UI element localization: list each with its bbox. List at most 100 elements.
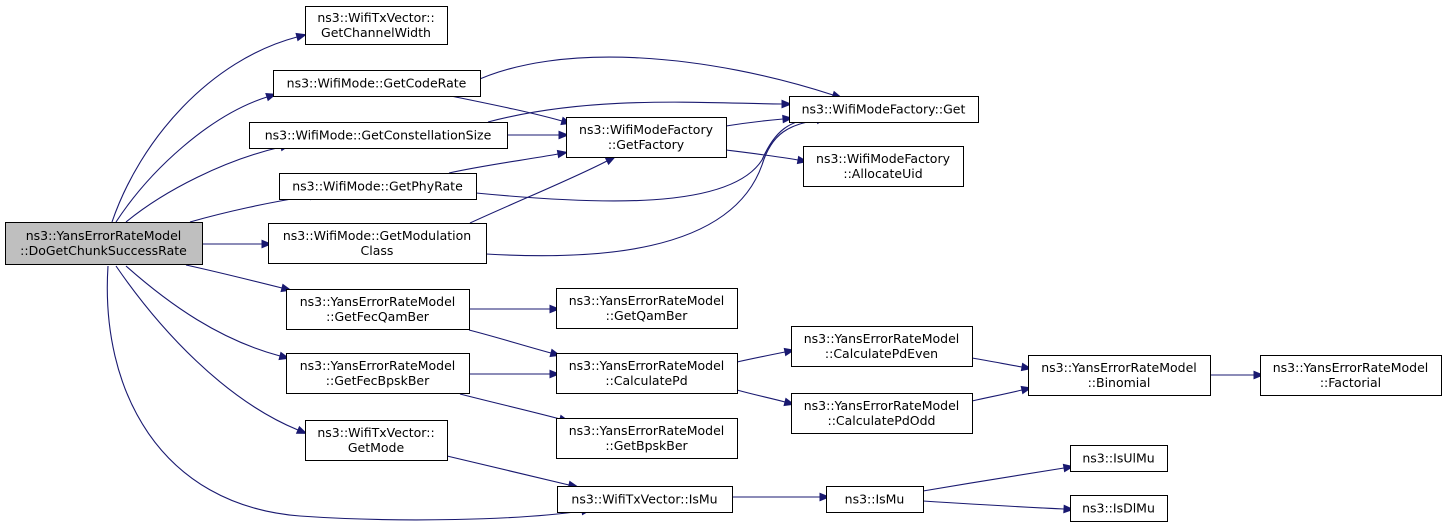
node-label: ns3::WifiMode::GetModulation: [283, 228, 471, 243]
node-getQamBer[interactable]: ns3::YansErrorRateModel::GetQamBer: [556, 288, 738, 329]
node-binomial[interactable]: ns3::YansErrorRateModel::Binomial: [1028, 355, 1211, 396]
node-allocateUid[interactable]: ns3::WifiModeFactory::AllocateUid: [803, 146, 964, 187]
node-calculatePd[interactable]: ns3::YansErrorRateModel::CalculatePd: [556, 353, 738, 394]
node-label: ns3::WifiMode::GetCodeRate: [287, 76, 467, 91]
edge-getMode-to-isMuTx: [446, 455, 580, 490]
edge-line: [736, 351, 786, 363]
node-label: ns3::WifiModeFactory::Get: [802, 102, 966, 117]
edge-line: [125, 265, 281, 357]
node-label: ::Binomial: [1088, 375, 1151, 390]
edge-line: [450, 95, 563, 122]
nodes-layer: ns3::YansErrorRateModel::DoGetChunkSucce…: [5, 6, 1442, 522]
node-box: [305, 6, 448, 45]
edge-line: [485, 119, 818, 257]
node-getChannelWidth[interactable]: ns3::WifiTxVector::GetChannelWidth: [305, 6, 448, 45]
node-label: ::GetFecQamBer: [326, 309, 430, 324]
node-getPhyRate[interactable]: ns3::WifiMode::GetPhyRate: [279, 173, 477, 200]
node-box: [286, 353, 470, 394]
node-label: ::GetFecBpskBer: [326, 373, 430, 388]
edge-line: [971, 357, 1023, 368]
node-box: [791, 326, 973, 367]
edge-line: [448, 153, 559, 174]
edge-root-to-getFecQamBer: [185, 264, 292, 293]
node-label: Class: [361, 243, 394, 258]
node-box: [249, 122, 508, 149]
edge-root-to-getCodeRate: [115, 93, 277, 223]
arrowhead: [556, 149, 569, 159]
edge-calculatePd-to-calculatePdOdd: [736, 389, 795, 407]
node-root[interactable]: ns3::YansErrorRateModel::DoGetChunkSucce…: [5, 222, 203, 265]
node-label: ns3::WifiTxVector::IsMu: [571, 492, 717, 507]
edge-root-to-getChannelWidth: [111, 32, 307, 223]
node-box: [1070, 495, 1168, 522]
node-getFecBpskBer[interactable]: ns3::YansErrorRateModel::GetFecBpskBer: [286, 353, 470, 394]
arrowhead: [782, 114, 794, 124]
edge-line: [115, 265, 299, 431]
edge-calculatePd-to-calculatePdEven: [736, 347, 796, 363]
edge-getConstellationSize-to-factoryGet: [487, 99, 793, 123]
node-isDlMu[interactable]: ns3::IsDlMu: [1070, 495, 1168, 522]
node-calculatePdOdd[interactable]: ns3::YansErrorRateModel::CalculatePdOdd: [791, 393, 973, 434]
edge-line: [106, 265, 583, 521]
arrowhead: [295, 32, 307, 42]
edge-line: [922, 467, 1065, 492]
node-label: ::CalculatePdEven: [825, 346, 938, 361]
node-label: ::GetBpskBer: [605, 438, 688, 453]
node-box: [566, 117, 727, 158]
edge-line: [446, 455, 570, 486]
edge-calculatePdEven-to-binomial: [971, 357, 1033, 372]
edge-line: [185, 264, 283, 289]
node-calculatePdEven[interactable]: ns3::YansErrorRateModel::CalculatePdEven: [791, 326, 973, 367]
node-label: ns3::WifiTxVector::: [317, 425, 434, 440]
node-isMuTx[interactable]: ns3::WifiTxVector::IsMu: [557, 486, 733, 513]
node-getCodeRate[interactable]: ns3::WifiMode::GetCodeRate: [273, 70, 481, 97]
node-label: GetChannelWidth: [321, 25, 431, 40]
node-isMu[interactable]: ns3::IsMu: [826, 486, 924, 513]
node-box: [279, 173, 477, 200]
arrowhead: [1253, 370, 1265, 380]
node-label: ::AllocateUid: [843, 166, 922, 181]
node-label: ns3::IsDlMu: [1082, 501, 1155, 516]
node-box: [556, 353, 738, 394]
edge-line: [470, 56, 834, 96]
node-label: ns3::YansErrorRateModel: [1041, 360, 1196, 375]
edge-line: [459, 393, 561, 420]
node-label: ns3::WifiModeFactory: [579, 122, 714, 137]
edge-line: [469, 160, 608, 224]
arrowhead: [549, 369, 561, 379]
node-box: [557, 486, 733, 513]
edge-line: [125, 146, 282, 223]
node-label: ::GetQamBer: [606, 308, 689, 323]
node-factoryGet[interactable]: ns3::WifiModeFactory::Get: [789, 96, 979, 123]
edge-isMuTx-to-isMu: [732, 492, 831, 502]
node-getConstellationSize[interactable]: ns3::WifiMode::GetConstellationSize: [249, 122, 508, 149]
edge-getFecQamBer-to-calculatePd: [468, 329, 561, 358]
node-getBpskBer[interactable]: ns3::YansErrorRateModel::GetBpskBer: [556, 418, 738, 459]
node-box: [268, 223, 487, 264]
node-factorial[interactable]: ns3::YansErrorRateModel::Factorial: [1260, 355, 1442, 396]
node-box: [556, 418, 738, 459]
node-label: ns3::WifiModeFactory: [816, 151, 951, 166]
edge-getFactory-to-factoryGet: [725, 114, 794, 127]
node-getFecQamBer[interactable]: ns3::YansErrorRateModel::GetFecQamBer: [286, 289, 470, 330]
node-isUlMu[interactable]: ns3::IsUlMu: [1070, 445, 1168, 472]
node-label: ns3::IsMu: [845, 492, 905, 507]
node-box: [5, 222, 203, 265]
node-label: ns3::YansErrorRateModel: [300, 358, 455, 373]
node-getFactory[interactable]: ns3::WifiModeFactory::GetFactory: [566, 117, 727, 158]
node-label: ns3::YansErrorRateModel: [569, 358, 724, 373]
edge-root-to-getMode: [115, 265, 308, 434]
arrowhead: [558, 130, 570, 140]
node-label: ns3::WifiTxVector::: [317, 10, 434, 25]
node-getMode[interactable]: ns3::WifiTxVector::GetMode: [305, 420, 448, 461]
edge-binomial-to-factorial: [1210, 370, 1265, 380]
node-label: ::CalculatePdOdd: [828, 413, 936, 428]
node-box: [1028, 355, 1211, 396]
arrowhead: [549, 304, 561, 314]
arrowhead: [819, 492, 831, 502]
edge-calculatePdOdd-to-binomial: [971, 385, 1033, 402]
edge-getConstellationSize-to-getFactory: [507, 130, 570, 140]
node-label: ns3::YansErrorRateModel: [300, 294, 455, 309]
